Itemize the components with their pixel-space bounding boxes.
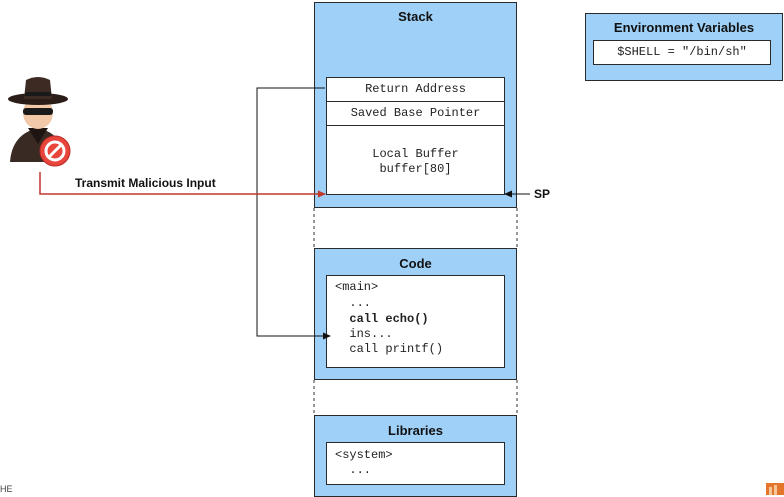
local-buffer-line1: Local Buffer <box>372 147 459 161</box>
libraries-title: Libraries <box>388 423 443 438</box>
environment-value-box: $SHELL = "/bin/sh" <box>593 40 771 65</box>
stack-title: Stack <box>398 9 433 24</box>
return-address-slot: Return Address <box>327 78 504 102</box>
code-line: ... <box>335 296 372 310</box>
code-line-call-echo: call echo() <box>335 312 429 326</box>
code-listing: <main> ... call echo() ins... call print… <box>326 275 505 368</box>
libraries-panel: Libraries <system> ... <box>314 415 517 497</box>
stack-panel: Stack Return Address Saved Base Pointer … <box>314 2 517 208</box>
code-line: call printf() <box>335 342 444 356</box>
return-address-label: Return Address <box>365 82 466 96</box>
local-buffer-line2: buffer[80] <box>379 162 452 176</box>
code-line: ins... <box>335 327 393 341</box>
saved-base-pointer-slot: Saved Base Pointer <box>327 102 504 126</box>
stack-frame: Return Address Saved Base Pointer Local … <box>326 77 505 195</box>
return-address-pointer <box>256 87 331 340</box>
libraries-listing: <system> ... <box>326 442 505 485</box>
environment-title: Environment Variables <box>613 20 755 35</box>
library-line: ... <box>335 463 372 477</box>
saved-base-pointer-label: Saved Base Pointer <box>350 106 481 120</box>
environment-panel: Environment Variables $SHELL = "/bin/sh" <box>585 13 783 81</box>
malicious-input-label: Transmit Malicious Input <box>75 176 216 190</box>
code-title: Code <box>399 256 432 271</box>
code-panel: Code <main> ... call echo() ins... call … <box>314 248 517 380</box>
malicious-input-arrow <box>39 172 326 198</box>
code-line: <main> <box>335 280 379 294</box>
library-line: <system> <box>335 448 393 462</box>
sp-label: SP <box>534 187 551 201</box>
environment-value: $SHELL = "/bin/sh" <box>617 45 747 59</box>
footer-fragment: HE <box>0 484 13 494</box>
